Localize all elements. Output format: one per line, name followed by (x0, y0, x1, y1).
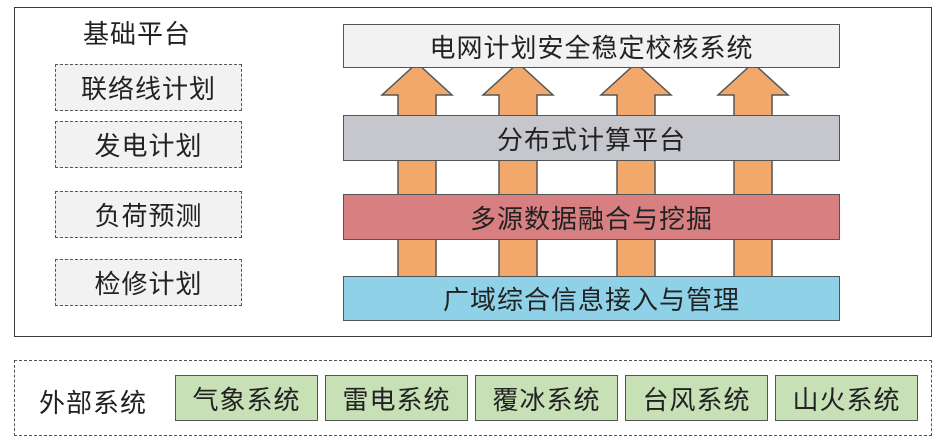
plan-maintenance: 检修计划 (55, 259, 242, 306)
base-platform-title: 基础平台 (83, 20, 192, 50)
plan-generation: 发电计划 (55, 121, 242, 168)
external-systems-title: 外部系统 (39, 389, 148, 419)
layer-data-fusion-mining: 多源数据融合与挖掘 (343, 194, 840, 240)
layer-security-check-system: 电网计划安全稳定校核系统 (343, 24, 840, 68)
external-icing: 覆冰系统 (475, 375, 618, 421)
arrow-4-icon (716, 61, 790, 283)
plan-tie-line: 联络线计划 (55, 64, 242, 111)
plan-load-forecast: 负荷预测 (55, 191, 242, 238)
arrow-2-icon (481, 61, 555, 283)
layer-distributed-computing: 分布式计算平台 (343, 115, 840, 161)
layer-info-access-management: 广域综合信息接入与管理 (343, 276, 840, 321)
external-wildfire: 山火系统 (775, 375, 918, 421)
external-typhoon: 台风系统 (625, 375, 768, 421)
external-meteorology: 气象系统 (175, 375, 318, 421)
external-lightning: 雷电系统 (325, 375, 468, 421)
arrow-1-icon (380, 61, 454, 283)
arrow-3-icon (599, 61, 673, 283)
